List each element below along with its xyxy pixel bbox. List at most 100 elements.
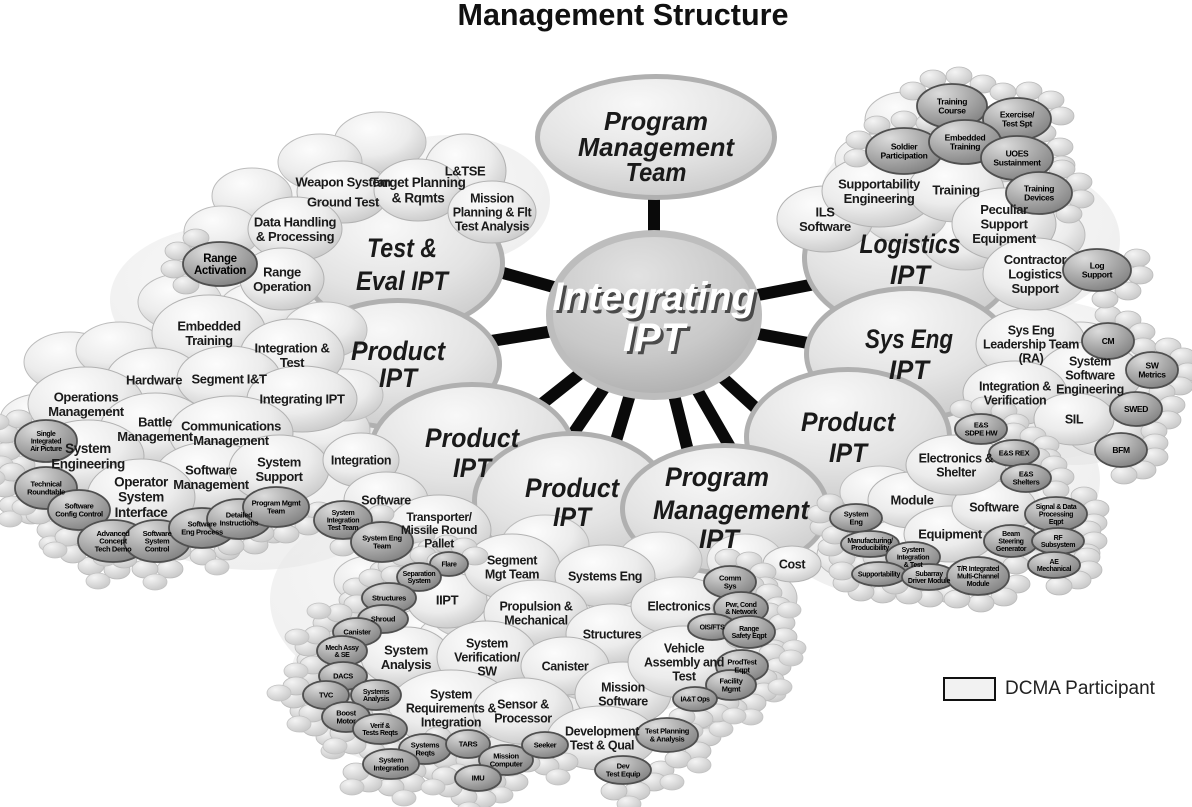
svg-text:Software: Software <box>598 694 648 708</box>
svg-text:& Test: & Test <box>904 562 924 569</box>
svg-text:Team: Team <box>373 542 391 551</box>
svg-text:TVC: TVC <box>319 691 334 700</box>
svg-text:System: System <box>1069 354 1111 368</box>
svg-text:AE: AE <box>1049 559 1059 566</box>
svg-text:Engineering: Engineering <box>1056 382 1124 396</box>
svg-text:Processing: Processing <box>1039 512 1073 519</box>
svg-text:Manufacturing/: Manufacturing/ <box>847 538 893 545</box>
svg-text:Logistics: Logistics <box>1008 267 1062 282</box>
svg-text:Management: Management <box>578 132 735 162</box>
svg-text:Software: Software <box>185 462 237 477</box>
svg-text:Mech Assy: Mech Assy <box>325 645 359 652</box>
svg-text:Engineering: Engineering <box>51 456 125 471</box>
svg-text:Software: Software <box>361 493 411 507</box>
svg-text:System: System <box>466 636 508 650</box>
svg-text:Reqts: Reqts <box>415 749 434 758</box>
svg-text:Boost: Boost <box>336 709 356 718</box>
svg-text:Propulsion &: Propulsion & <box>500 599 573 613</box>
svg-text:BFM: BFM <box>1112 445 1130 455</box>
svg-text:Integration: Integration <box>374 764 410 773</box>
svg-text:Air Picture: Air Picture <box>30 446 62 453</box>
svg-text:Management: Management <box>173 477 250 492</box>
svg-text:Ground Test: Ground Test <box>307 195 380 210</box>
svg-text:IPT: IPT <box>890 260 932 290</box>
svg-text:Management: Management <box>117 429 194 444</box>
svg-text:Test Analysis: Test Analysis <box>455 219 529 233</box>
svg-text:Training: Training <box>937 97 967 107</box>
svg-text:Segment I&T: Segment I&T <box>191 372 267 387</box>
svg-text:Training: Training <box>932 183 980 198</box>
svg-text:Analysis: Analysis <box>363 696 389 703</box>
svg-text:Test Planning: Test Planning <box>645 727 690 736</box>
svg-text:ILS: ILS <box>815 204 835 219</box>
svg-text:Communications: Communications <box>181 418 281 433</box>
svg-text:Pallet: Pallet <box>424 537 454 551</box>
svg-text:System: System <box>902 547 925 554</box>
svg-text:Advanced: Advanced <box>96 529 130 538</box>
svg-text:Target Planning: Target Planning <box>370 175 465 190</box>
svg-text:Team: Team <box>267 507 285 516</box>
svg-text:Test &: Test & <box>367 233 437 263</box>
svg-text:Shelters: Shelters <box>1013 478 1040 487</box>
svg-text:Instructions: Instructions <box>220 519 259 528</box>
svg-text:Software: Software <box>143 529 172 538</box>
svg-text:Integration &: Integration & <box>255 340 330 355</box>
svg-text:Single: Single <box>37 431 56 438</box>
svg-text:Training: Training <box>950 141 980 151</box>
svg-text:Canister: Canister <box>542 659 589 673</box>
svg-text:RF: RF <box>1054 535 1064 542</box>
svg-text:Safety Eqpt: Safety Eqpt <box>732 633 768 640</box>
svg-text:L&TSE: L&TSE <box>445 164 486 179</box>
svg-text:Exercise/: Exercise/ <box>1000 110 1035 120</box>
svg-text:IPT: IPT <box>623 316 689 360</box>
svg-text:Structures: Structures <box>583 627 642 641</box>
svg-text:& Processing: & Processing <box>256 229 335 244</box>
svg-text:Course: Course <box>938 105 966 115</box>
svg-text:Management: Management <box>193 433 270 448</box>
svg-text:IPT: IPT <box>379 363 419 393</box>
svg-text:Systems Eng: Systems Eng <box>568 569 642 583</box>
svg-text:Test & Qual: Test & Qual <box>570 738 634 752</box>
svg-text:System: System <box>65 441 111 456</box>
svg-text:Supportability: Supportability <box>858 572 901 579</box>
svg-text:Mission: Mission <box>493 752 519 761</box>
svg-text:Software: Software <box>188 520 217 529</box>
svg-text:Assembly and: Assembly and <box>644 655 724 669</box>
svg-text:IPT: IPT <box>626 319 692 363</box>
svg-text:Software: Software <box>969 500 1019 514</box>
svg-text:Peculiar: Peculiar <box>980 202 1028 217</box>
svg-text:Systems: Systems <box>411 741 440 750</box>
svg-text:Range: Range <box>739 626 759 633</box>
svg-text:Cost: Cost <box>779 557 806 571</box>
svg-text:SIL: SIL <box>1065 412 1084 426</box>
svg-text:Engineering: Engineering <box>844 191 915 206</box>
svg-text:& SE: & SE <box>335 652 351 659</box>
svg-text:System: System <box>257 454 301 469</box>
svg-text:Eng: Eng <box>849 518 863 527</box>
svg-text:Test Team: Test Team <box>328 525 359 532</box>
svg-text:Program: Program <box>665 462 769 492</box>
svg-text:Integrating IPT: Integrating IPT <box>259 392 344 407</box>
svg-text:Analysis: Analysis <box>381 657 431 672</box>
svg-text:Shelter: Shelter <box>936 465 976 479</box>
svg-text:TARS: TARS <box>459 740 478 749</box>
svg-text:Product: Product <box>801 407 896 437</box>
svg-text:Multi-Channel: Multi-Channel <box>957 574 999 581</box>
svg-text:Facility: Facility <box>719 677 743 686</box>
svg-text:SDPE HW: SDPE HW <box>965 429 999 438</box>
svg-text:Subarray: Subarray <box>915 571 943 578</box>
svg-text:Sys Eng: Sys Eng <box>1008 323 1055 337</box>
svg-text:DCMA Participant: DCMA Participant <box>1005 678 1156 699</box>
svg-text:Embedded: Embedded <box>945 133 986 143</box>
svg-text:Mechanical: Mechanical <box>504 613 567 627</box>
svg-text:System Eng: System Eng <box>362 534 402 543</box>
svg-text:Planning & Flt: Planning & Flt <box>453 205 533 219</box>
svg-text:Canister: Canister <box>343 628 371 637</box>
svg-text:Generator: Generator <box>996 546 1027 553</box>
svg-text:Equipment: Equipment <box>972 231 1037 246</box>
svg-text:IPT: IPT <box>453 453 493 483</box>
svg-text:Eval IPT: Eval IPT <box>356 266 450 296</box>
svg-text:Operations: Operations <box>54 389 119 404</box>
svg-text:E&S: E&S <box>974 421 989 430</box>
svg-text:System: System <box>118 490 164 505</box>
